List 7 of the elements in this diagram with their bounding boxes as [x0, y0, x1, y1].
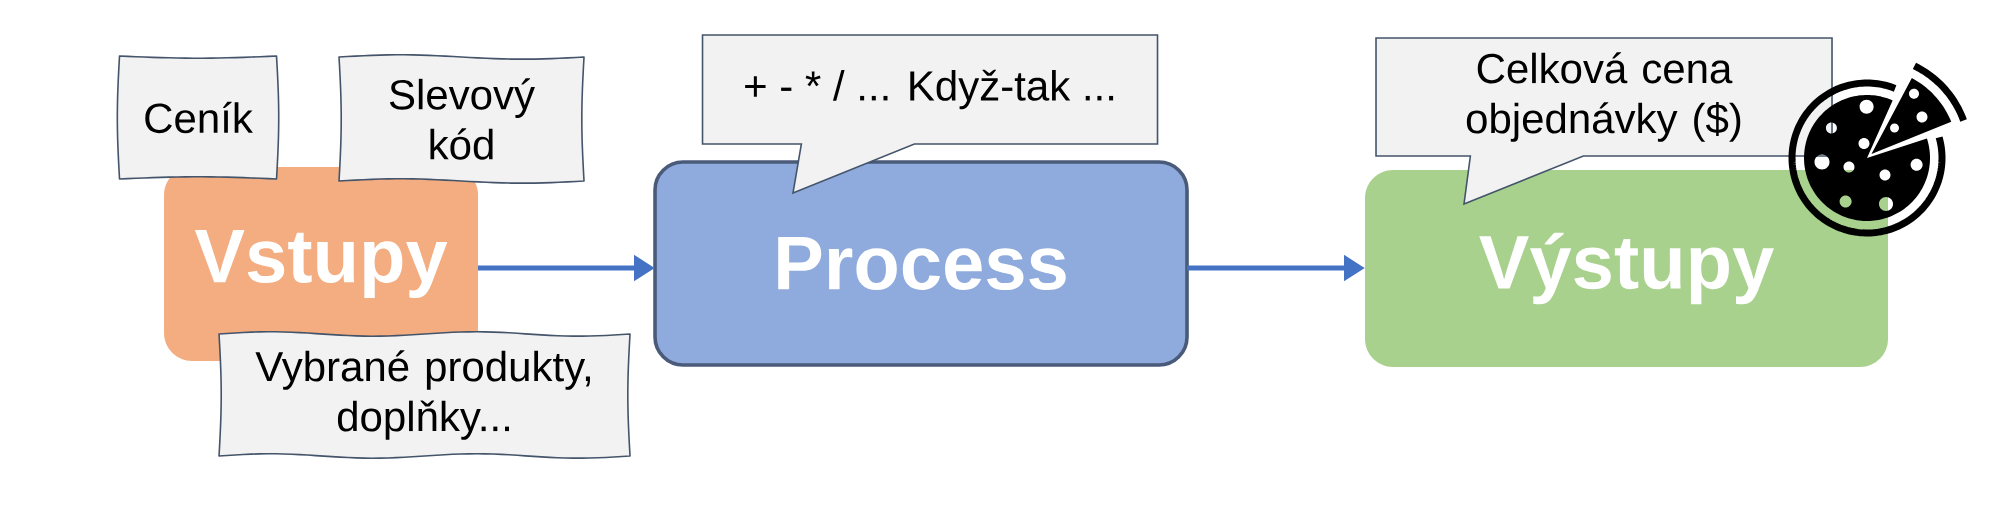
rounded-box: Výstupy — [1365, 170, 1888, 367]
note-box: Slevový kód — [338, 54, 585, 184]
process-box: Process — [653, 160, 1189, 367]
note-box: Vybrané produkty, doplňky... — [218, 331, 631, 459]
callout-bubble: + - * / ... Když-tak ... — [701, 34, 1159, 195]
callout-bubble: Celková cena objednávky ($) — [1375, 37, 1833, 206]
note-box: Ceník — [116, 55, 280, 180]
